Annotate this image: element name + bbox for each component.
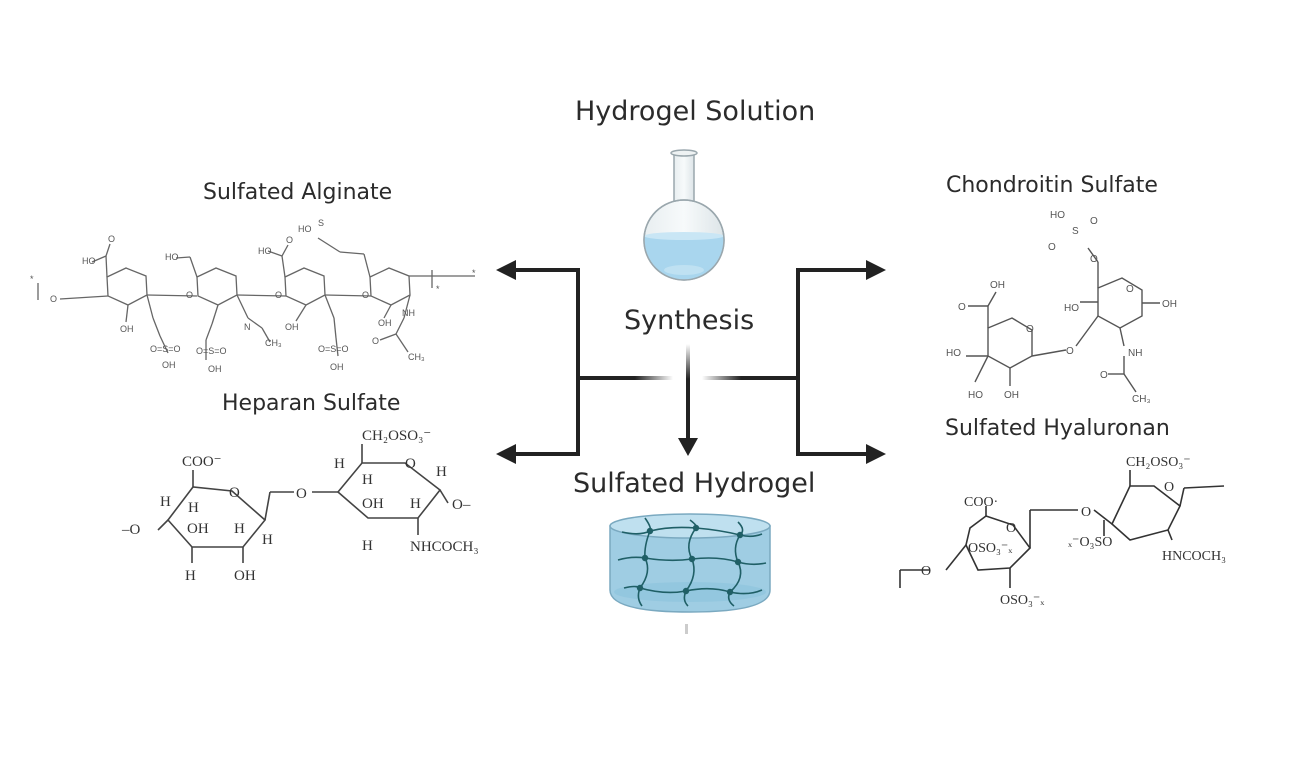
svg-text:O=S=O: O=S=O xyxy=(196,346,227,356)
svg-text:O: O xyxy=(286,235,293,245)
svg-text:S: S xyxy=(318,218,324,228)
svg-text:–O: –O xyxy=(121,522,141,538)
svg-text:HO: HO xyxy=(82,256,96,266)
svg-text:*: * xyxy=(30,274,34,284)
svg-text:OH: OH xyxy=(1004,390,1019,401)
sulfated-hyaluronan-label: Sulfated Hyaluronan xyxy=(945,416,1170,441)
svg-text:NH: NH xyxy=(1128,348,1142,359)
svg-text:O: O xyxy=(186,290,193,300)
hyaluronan-oso3x-ring: OSO₃⁻ₓ xyxy=(968,541,1013,556)
svg-text:OH: OH xyxy=(990,280,1005,291)
svg-text:O: O xyxy=(1048,242,1056,253)
svg-text:O: O xyxy=(921,564,931,579)
svg-text:O: O xyxy=(1164,480,1174,495)
svg-text:H: H xyxy=(436,464,447,480)
svg-text:CH₃: CH₃ xyxy=(1132,394,1151,405)
sulfated-hydrogel-label: Sulfated Hydrogel xyxy=(573,468,816,499)
svg-text:O: O xyxy=(1126,284,1134,295)
svg-text:O: O xyxy=(275,290,282,300)
svg-text:OH: OH xyxy=(362,496,384,512)
svg-text:H: H xyxy=(334,456,345,472)
svg-text:O=S=O: O=S=O xyxy=(150,344,181,354)
svg-text:HO: HO xyxy=(165,252,179,262)
left-bracket-connector xyxy=(496,260,673,464)
hyaluronan-coo: COO· xyxy=(964,495,998,510)
heparan-coo: COO⁻ xyxy=(182,454,222,470)
center-down-arrow xyxy=(678,344,698,456)
hyaluronan-oso3x-bottom: OSO₃⁻ₓ xyxy=(1000,593,1045,608)
arrowhead-to-heparan xyxy=(496,444,516,464)
svg-text:OH: OH xyxy=(378,318,392,328)
svg-text:O=S=O: O=S=O xyxy=(318,344,349,354)
svg-text:HO: HO xyxy=(1050,210,1065,221)
svg-text:O: O xyxy=(1090,254,1098,265)
right-bracket-connector xyxy=(702,260,886,464)
svg-text:H: H xyxy=(362,538,373,554)
svg-text:HO: HO xyxy=(1064,303,1079,314)
svg-text:O: O xyxy=(1090,216,1098,227)
svg-text:O: O xyxy=(229,485,240,501)
svg-text:HO: HO xyxy=(258,246,272,256)
svg-text:H: H xyxy=(185,568,196,584)
svg-text:O: O xyxy=(1100,370,1108,381)
svg-text:O: O xyxy=(1006,521,1016,536)
arrowhead-to-hydrogel xyxy=(678,438,698,456)
arrowhead-to-chondroitin xyxy=(866,260,886,280)
svg-text:O: O xyxy=(50,294,57,304)
svg-text:OH: OH xyxy=(234,568,256,584)
svg-text:O: O xyxy=(296,486,307,502)
svg-text:O: O xyxy=(958,302,966,313)
hyaluronan-xo3so: ₓ⁻O₃SO xyxy=(1068,535,1112,550)
arrowhead-to-alginate xyxy=(496,260,516,280)
svg-text:H: H xyxy=(188,500,199,516)
hyaluronan-hncoch3: HNCOCH₃ xyxy=(1162,549,1226,564)
svg-text:*: * xyxy=(436,284,440,294)
svg-text:O: O xyxy=(1026,324,1034,335)
svg-text:OH: OH xyxy=(208,364,222,374)
svg-text:O: O xyxy=(1081,505,1091,520)
svg-text:H: H xyxy=(362,472,373,488)
hydrogel-solution-label: Hydrogel Solution xyxy=(575,96,816,127)
svg-text:O: O xyxy=(362,290,369,300)
hyaluronan-ch2oso3: CH₂OSO₃⁻ xyxy=(1126,455,1191,470)
svg-text:O: O xyxy=(405,456,416,472)
svg-text:OH: OH xyxy=(285,322,299,332)
svg-text:O: O xyxy=(108,234,115,244)
svg-text:*: * xyxy=(472,268,476,278)
heparan-ch2oso3: CH₂OSO₃⁻ xyxy=(362,428,431,444)
svg-text:N: N xyxy=(244,322,251,332)
svg-text:HO: HO xyxy=(298,224,312,234)
svg-text:OH: OH xyxy=(1162,299,1177,310)
heparan-nhcoch3: NHCOCH₃ xyxy=(410,539,479,555)
svg-text:OH: OH xyxy=(120,324,134,334)
svg-text:HO: HO xyxy=(946,348,961,359)
svg-text:H: H xyxy=(234,521,245,537)
svg-text:O–: O– xyxy=(452,497,471,513)
svg-text:O: O xyxy=(1066,346,1074,357)
heparan-sulfate-label: Heparan Sulfate xyxy=(222,391,401,416)
svg-text:OH: OH xyxy=(187,521,209,537)
svg-text:NH: NH xyxy=(402,308,415,318)
svg-text:S: S xyxy=(1072,226,1079,237)
faint-tick xyxy=(685,624,688,634)
synthesis-label: Synthesis xyxy=(624,305,755,336)
chondroitin-sulfate-label: Chondroitin Sulfate xyxy=(946,173,1158,198)
svg-text:CH₃: CH₃ xyxy=(265,338,282,348)
svg-text:OH: OH xyxy=(330,362,344,372)
svg-text:HO: HO xyxy=(968,390,983,401)
sulfated-alginate-label: Sulfated Alginate xyxy=(203,180,393,205)
svg-text:CH₃: CH₃ xyxy=(408,352,425,362)
arrowhead-to-hyaluronan xyxy=(866,444,886,464)
svg-text:H: H xyxy=(262,532,273,548)
svg-text:H: H xyxy=(410,496,421,512)
svg-text:O: O xyxy=(372,336,379,346)
svg-text:OH: OH xyxy=(162,360,176,370)
svg-text:H: H xyxy=(160,494,171,510)
